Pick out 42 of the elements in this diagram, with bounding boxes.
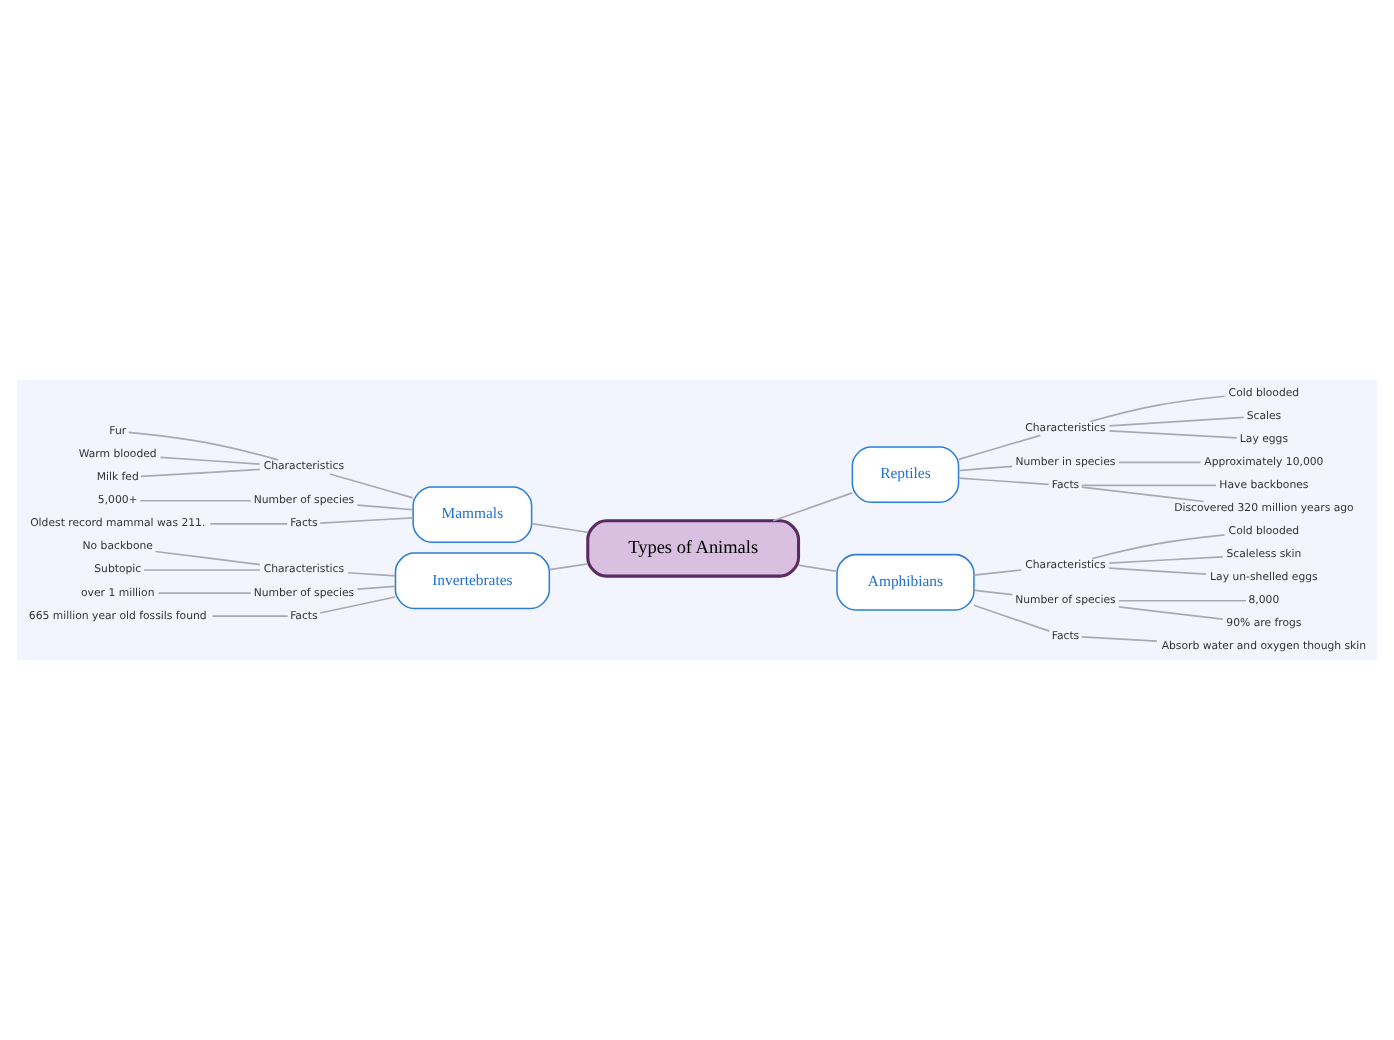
connector <box>1091 534 1226 560</box>
connector <box>1118 461 1202 464</box>
connector <box>347 571 396 577</box>
connector <box>1080 636 1158 642</box>
connector <box>356 585 396 591</box>
connector <box>157 592 252 594</box>
connector <box>772 492 854 522</box>
connector <box>143 569 261 571</box>
node-box: Invertebrates <box>394 552 551 610</box>
connector <box>797 564 838 573</box>
connector <box>1108 555 1224 564</box>
connector <box>973 589 1014 596</box>
connector <box>973 569 1023 576</box>
connector <box>211 615 289 617</box>
connector <box>159 456 261 465</box>
connector <box>1108 416 1245 427</box>
connector <box>1118 606 1224 620</box>
connector <box>154 550 261 566</box>
connector <box>209 523 289 525</box>
connector <box>319 596 396 614</box>
connector <box>1080 486 1205 503</box>
connector <box>1108 567 1207 575</box>
connector <box>1089 395 1226 423</box>
connector <box>356 504 414 511</box>
connector <box>973 604 1051 632</box>
connector <box>1118 599 1247 602</box>
connector <box>139 499 252 502</box>
connector <box>319 517 414 524</box>
node-box: Types of Animals <box>586 519 801 578</box>
connector <box>329 473 414 499</box>
node-box: Amphibians <box>836 553 975 611</box>
connector <box>1108 429 1238 439</box>
connector <box>957 465 1013 472</box>
connector <box>548 563 589 571</box>
connector <box>140 468 261 478</box>
connector <box>530 522 589 534</box>
connector <box>1080 484 1217 487</box>
node-box: Mammals <box>412 486 533 544</box>
connector <box>957 434 1042 461</box>
connector <box>957 477 1050 486</box>
node-box: Reptiles <box>851 446 960 504</box>
connector <box>127 431 279 461</box>
